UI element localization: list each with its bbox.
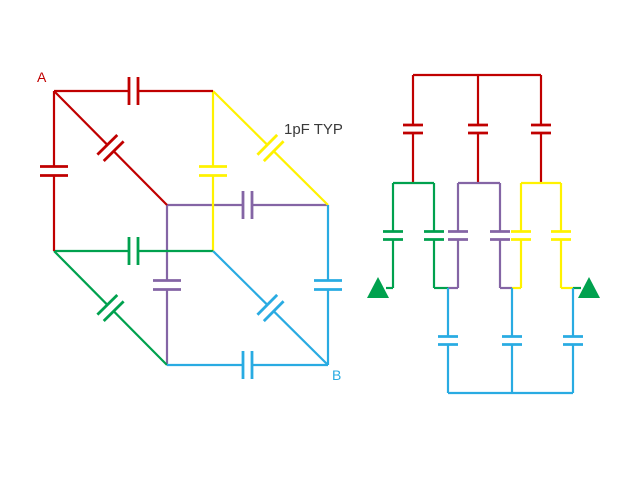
green-leg-r bbox=[424, 183, 444, 288]
edge-cyan-w3-b bbox=[167, 351, 328, 379]
edge-cyan-w1-b bbox=[314, 205, 342, 365]
edge-purple-v2-w3 bbox=[153, 205, 181, 365]
cyan-branch-1 bbox=[438, 288, 458, 393]
terminal-marker-right bbox=[578, 277, 600, 298]
terminal-marker-left bbox=[367, 277, 389, 298]
edge-red-a-v2-cap-plate bbox=[96, 133, 119, 156]
edge-red-a-v2-cap-plate bbox=[102, 140, 125, 163]
terminal-b-label: B bbox=[332, 367, 342, 383]
red-branch-1 bbox=[403, 75, 423, 183]
yellow-leg-l bbox=[511, 183, 531, 288]
edge-green-v3-w3-cap-plate bbox=[96, 293, 119, 316]
cyan-branch-3 bbox=[563, 288, 583, 393]
red-branch-3 bbox=[531, 75, 551, 183]
edge-yellow-v1-w2 bbox=[199, 91, 227, 251]
red-branch-2 bbox=[468, 75, 488, 183]
edge-red-a-v3 bbox=[40, 91, 68, 251]
edge-green-v3-w3-cap-plate bbox=[102, 300, 125, 323]
cyan-branch-2 bbox=[502, 288, 522, 393]
cap-value-note: 1pF TYP bbox=[284, 121, 343, 138]
edge-cyan-w2-b-cap-plate bbox=[256, 293, 279, 316]
purple-leg-r bbox=[490, 183, 510, 288]
edge-yellow-v1-w1-cap-plate bbox=[262, 140, 285, 163]
capacitor-cube-diagram bbox=[40, 77, 342, 379]
yellow-leg-r bbox=[551, 183, 571, 288]
edge-purple-v2-w1 bbox=[167, 191, 328, 219]
purple-leg-l bbox=[448, 183, 468, 288]
terminal-a-label: A bbox=[37, 69, 47, 85]
edge-green-v3-w2 bbox=[54, 237, 213, 265]
edge-green-v3-w3 bbox=[53, 250, 168, 366]
equivalent-circuit-diagram bbox=[367, 73, 600, 395]
edge-yellow-v1-w1-cap-plate bbox=[256, 133, 279, 156]
edge-red-a-v1 bbox=[54, 77, 213, 105]
edge-yellow-v1-w1 bbox=[212, 90, 329, 206]
green-leg-l bbox=[383, 183, 403, 288]
edge-cyan-w2-b bbox=[212, 250, 329, 366]
edge-red-a-v2 bbox=[53, 90, 168, 206]
edge-cyan-w2-b-cap-plate bbox=[262, 300, 285, 323]
